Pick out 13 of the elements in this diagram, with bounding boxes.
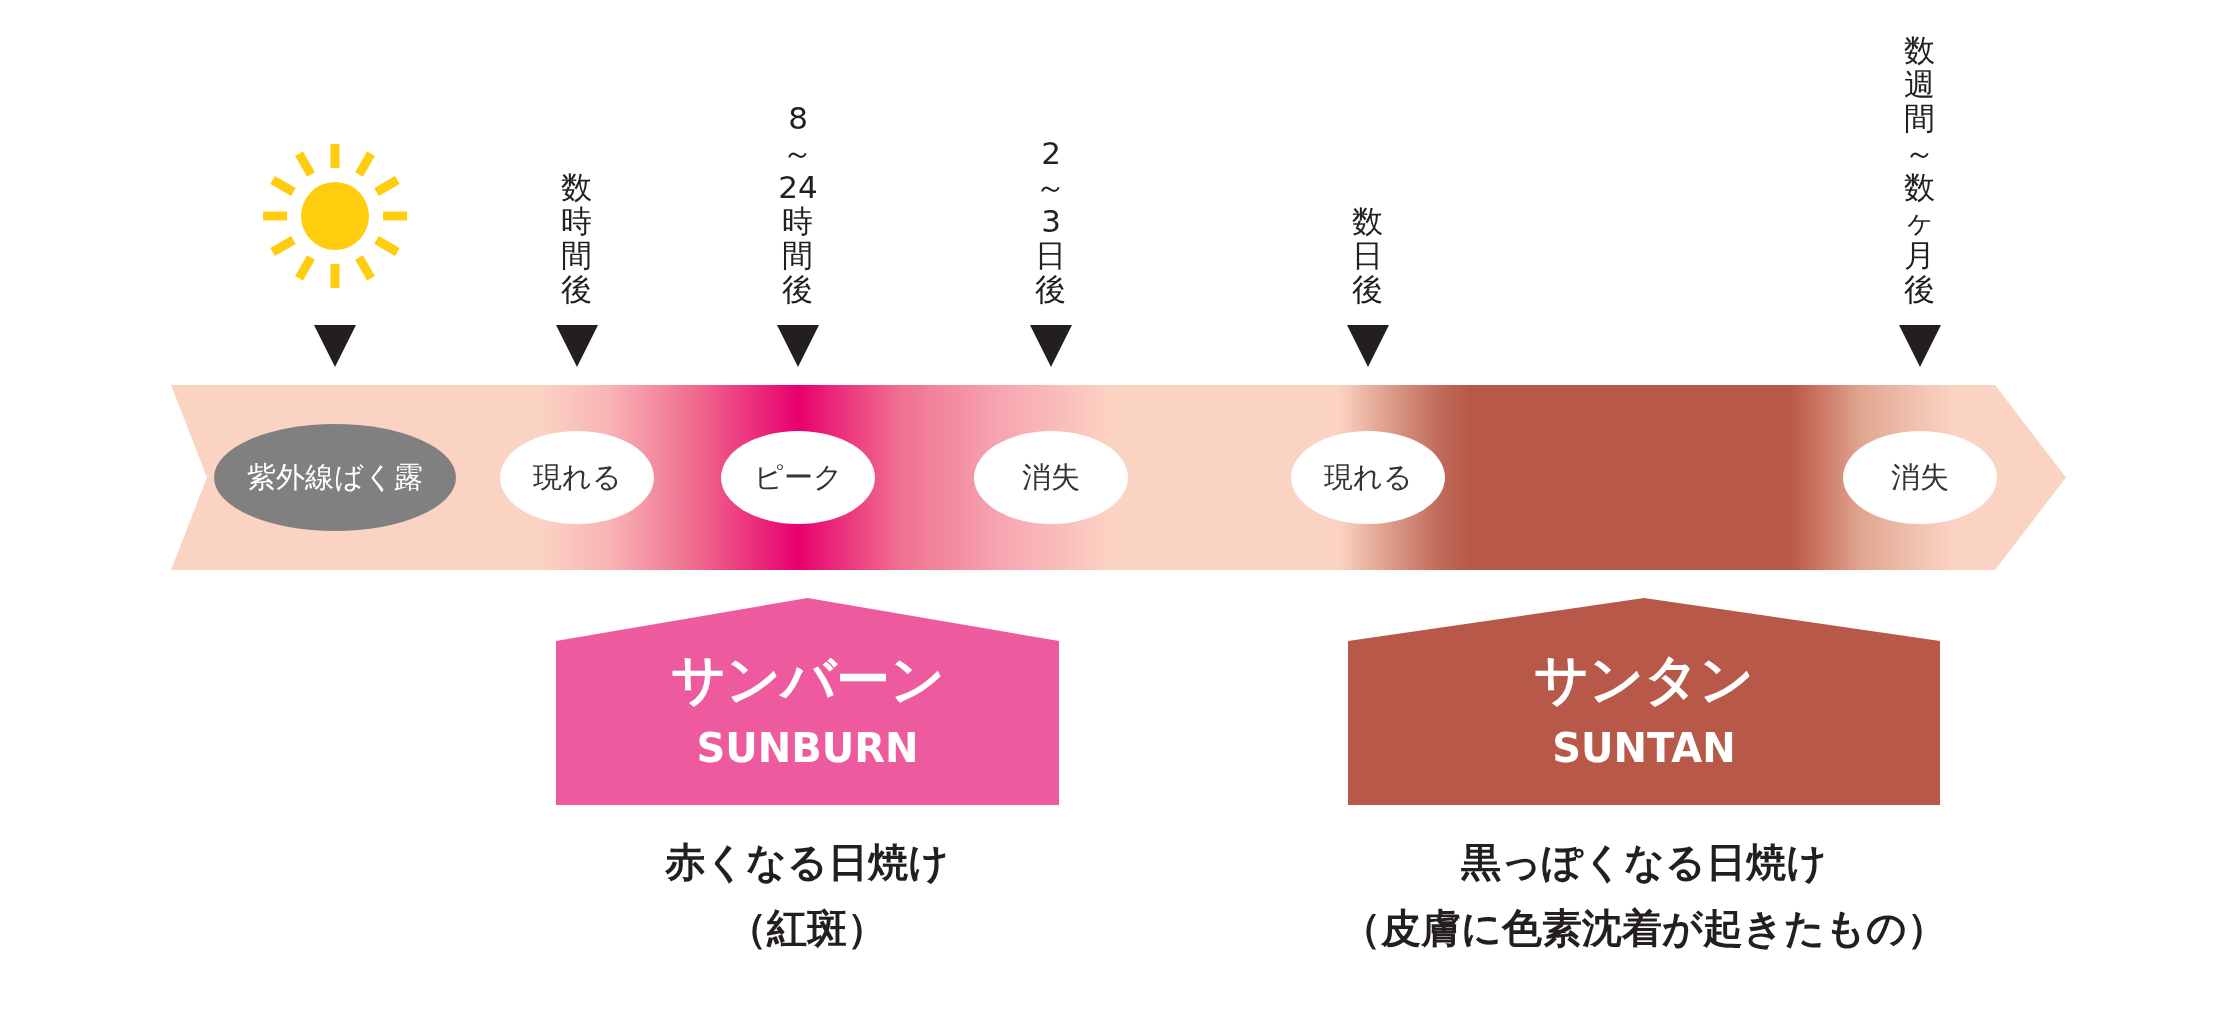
description-text: （紅斑） [726, 904, 888, 953]
description-text: 黒っぽくなる日焼け [1460, 838, 1828, 887]
category-title: サンバーン [669, 653, 946, 707]
time-label: 数時間後 [560, 169, 594, 306]
time-label: 数日後 [1351, 203, 1385, 306]
description-text: （皮膚に色素沈着が起きたもの） [1340, 904, 1948, 953]
time-label: 数週間～数ヶ月後 [1903, 33, 1937, 306]
time-label: 8～24時間後 [777, 101, 819, 306]
time-label: 2～3日後 [1034, 135, 1068, 306]
category-subtitle: SUNBURN [695, 728, 920, 768]
category-title: サンタン [1533, 653, 1755, 707]
description-text: 赤くなる日焼け [664, 838, 950, 887]
category-subtitle: SUNTAN [1551, 728, 1737, 768]
